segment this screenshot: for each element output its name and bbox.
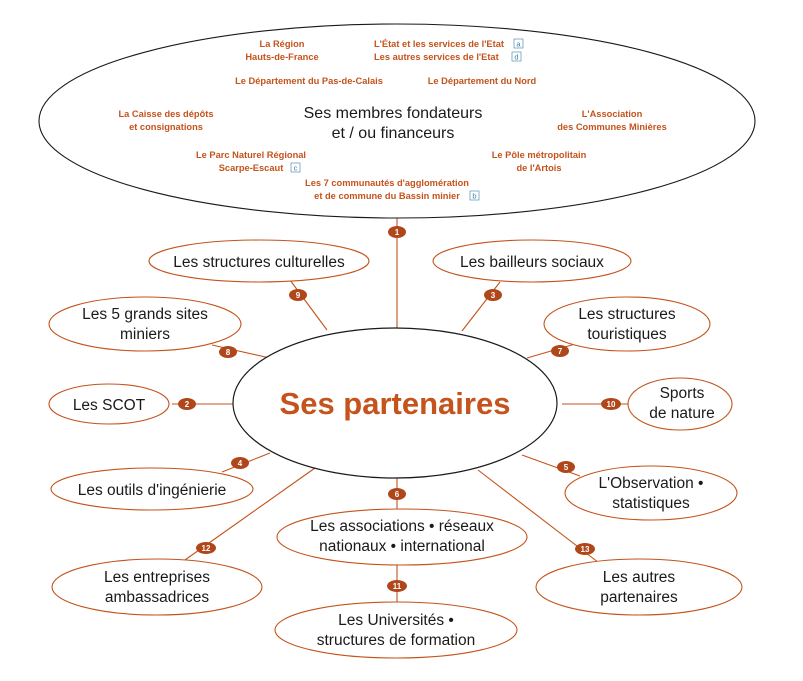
node-associations bbox=[276, 508, 528, 566]
partner-nodes bbox=[48, 239, 743, 659]
label-outils: Les outils d'ingénierie bbox=[78, 482, 227, 499]
node-bailleurs bbox=[432, 239, 632, 283]
center-ellipse bbox=[232, 327, 558, 479]
founder-caisse-line1: La Caisse des dépôts bbox=[118, 109, 213, 119]
node-outils bbox=[50, 467, 254, 511]
badge-9: 9 bbox=[289, 289, 307, 301]
node-scot bbox=[48, 383, 170, 425]
founder-parc-line1: Le Parc Naturel Régional bbox=[196, 150, 306, 160]
label-grands-sites-line2: miniers bbox=[120, 326, 170, 343]
founder-etat-note-d: d bbox=[514, 53, 518, 62]
founders-ellipse bbox=[38, 23, 756, 219]
badge-13: 13 bbox=[575, 543, 595, 555]
label-universites-line1: Les Universités • bbox=[338, 612, 454, 629]
badge-1-number: 1 bbox=[395, 228, 400, 237]
badge-11-number: 11 bbox=[393, 582, 402, 591]
founder-caisse-line2: et consignations bbox=[129, 122, 203, 132]
note-box-a bbox=[513, 38, 524, 49]
badge-2: 2 bbox=[178, 398, 196, 410]
founder-communautes-line2: et de commune du Bassin minier bbox=[314, 191, 460, 201]
badge-1: 1 bbox=[388, 226, 406, 238]
badge-6-number: 6 bbox=[395, 490, 400, 499]
label-observation-line1: L'Observation • bbox=[599, 475, 704, 492]
note-box-d bbox=[511, 51, 522, 62]
label-sports-line1: Sports bbox=[660, 385, 705, 402]
badge-13-number: 13 bbox=[581, 545, 590, 554]
founder-pas-de-calais: Le Département du Pas-de-Calais bbox=[235, 76, 383, 86]
founder-acm-line1: L'Association bbox=[582, 109, 643, 119]
label-autres-line2: partenaires bbox=[600, 589, 678, 606]
badge-6: 6 bbox=[388, 488, 406, 500]
label-touristiques-line1: Les structures bbox=[578, 306, 676, 323]
badge-3: 3 bbox=[484, 289, 502, 301]
badge-7-number: 7 bbox=[558, 347, 563, 356]
founders-title-line1: Ses membres fondateurs bbox=[304, 105, 483, 122]
label-scot: Les SCOT bbox=[73, 397, 146, 414]
label-grands-sites-line1: Les 5 grands sites bbox=[82, 306, 208, 323]
center-title: Ses partenaires bbox=[280, 386, 511, 421]
node-sports bbox=[627, 377, 733, 431]
founders-group: Ses membres fondateurs et / ou financeur… bbox=[38, 23, 756, 219]
node-touristiques bbox=[543, 296, 711, 352]
center-group: Ses partenaires bbox=[232, 327, 558, 479]
badge-3-number: 3 bbox=[491, 291, 496, 300]
connector-5 bbox=[521, 454, 581, 477]
badge-7: 7 bbox=[551, 345, 569, 357]
node-observation bbox=[564, 465, 738, 521]
badge-11: 11 bbox=[387, 580, 407, 592]
label-bailleurs: Les bailleurs sociaux bbox=[460, 254, 604, 271]
founder-pole-line1: Le Pôle métropolitain bbox=[492, 150, 587, 160]
node-autres bbox=[535, 558, 743, 616]
label-observation-line2: statistiques bbox=[612, 495, 690, 512]
badge-9-number: 9 bbox=[296, 291, 301, 300]
founder-pole-line2: de l'Artois bbox=[516, 163, 561, 173]
badge-12-number: 12 bbox=[202, 544, 211, 553]
badge-5: 5 bbox=[557, 461, 575, 473]
founder-nord: Le Département du Nord bbox=[428, 76, 537, 86]
connector-9 bbox=[289, 279, 328, 331]
badge-5-number: 5 bbox=[564, 463, 569, 472]
founders-title-line2: et / ou financeurs bbox=[332, 125, 455, 142]
partner-labels: Les structures culturelles Les bailleurs… bbox=[73, 254, 715, 649]
badge-8-number: 8 bbox=[226, 348, 231, 357]
founder-etat-note-a: a bbox=[516, 40, 521, 49]
badge-8: 8 bbox=[219, 346, 237, 358]
founder-communautes-note-b: b bbox=[472, 192, 476, 201]
note-box-b bbox=[469, 190, 480, 201]
node-culturelles bbox=[148, 239, 370, 283]
badge-4: 4 bbox=[231, 457, 249, 469]
label-entreprises-line2: ambassadrices bbox=[105, 589, 209, 606]
label-associations-line1: Les associations • réseaux bbox=[310, 518, 494, 535]
label-universites-line2: structures de formation bbox=[317, 632, 476, 649]
node-universites bbox=[274, 601, 518, 659]
connector-8 bbox=[211, 344, 271, 359]
badge-4-number: 4 bbox=[238, 459, 243, 468]
founder-region-line1: La Région bbox=[260, 39, 305, 49]
badge-10: 10 bbox=[601, 398, 621, 410]
founder-etat-line1: L'État et les services de l'Etat bbox=[374, 39, 504, 49]
badge-10-number: 10 bbox=[607, 400, 616, 409]
node-entreprises bbox=[51, 558, 263, 616]
label-associations-line2: nationaux • international bbox=[319, 538, 485, 555]
node-grands-sites bbox=[48, 296, 242, 352]
founder-acm-line2: des Communes Minières bbox=[557, 122, 667, 132]
founder-etat-line2: Les autres services de l'Etat bbox=[374, 52, 499, 62]
number-badges: 1 9 3 8 7 2 10 4 5 6 12 13 11 bbox=[178, 226, 621, 592]
badge-2-number: 2 bbox=[185, 400, 190, 409]
badge-12: 12 bbox=[196, 542, 216, 554]
founder-parc-line2: Scarpe-Escaut bbox=[219, 163, 284, 173]
founder-parc-note-c: c bbox=[294, 164, 298, 173]
label-culturelles: Les structures culturelles bbox=[173, 254, 345, 271]
label-sports-line2: de nature bbox=[649, 405, 715, 422]
label-autres-line1: Les autres bbox=[603, 569, 676, 586]
founder-region-line2: Hauts-de-France bbox=[245, 52, 318, 62]
label-entreprises-line1: Les entreprises bbox=[104, 569, 210, 586]
note-box-c bbox=[290, 162, 301, 173]
label-touristiques-line2: touristiques bbox=[587, 326, 667, 343]
founder-communautes-line1: Les 7 communautés d'agglomération bbox=[305, 178, 469, 188]
